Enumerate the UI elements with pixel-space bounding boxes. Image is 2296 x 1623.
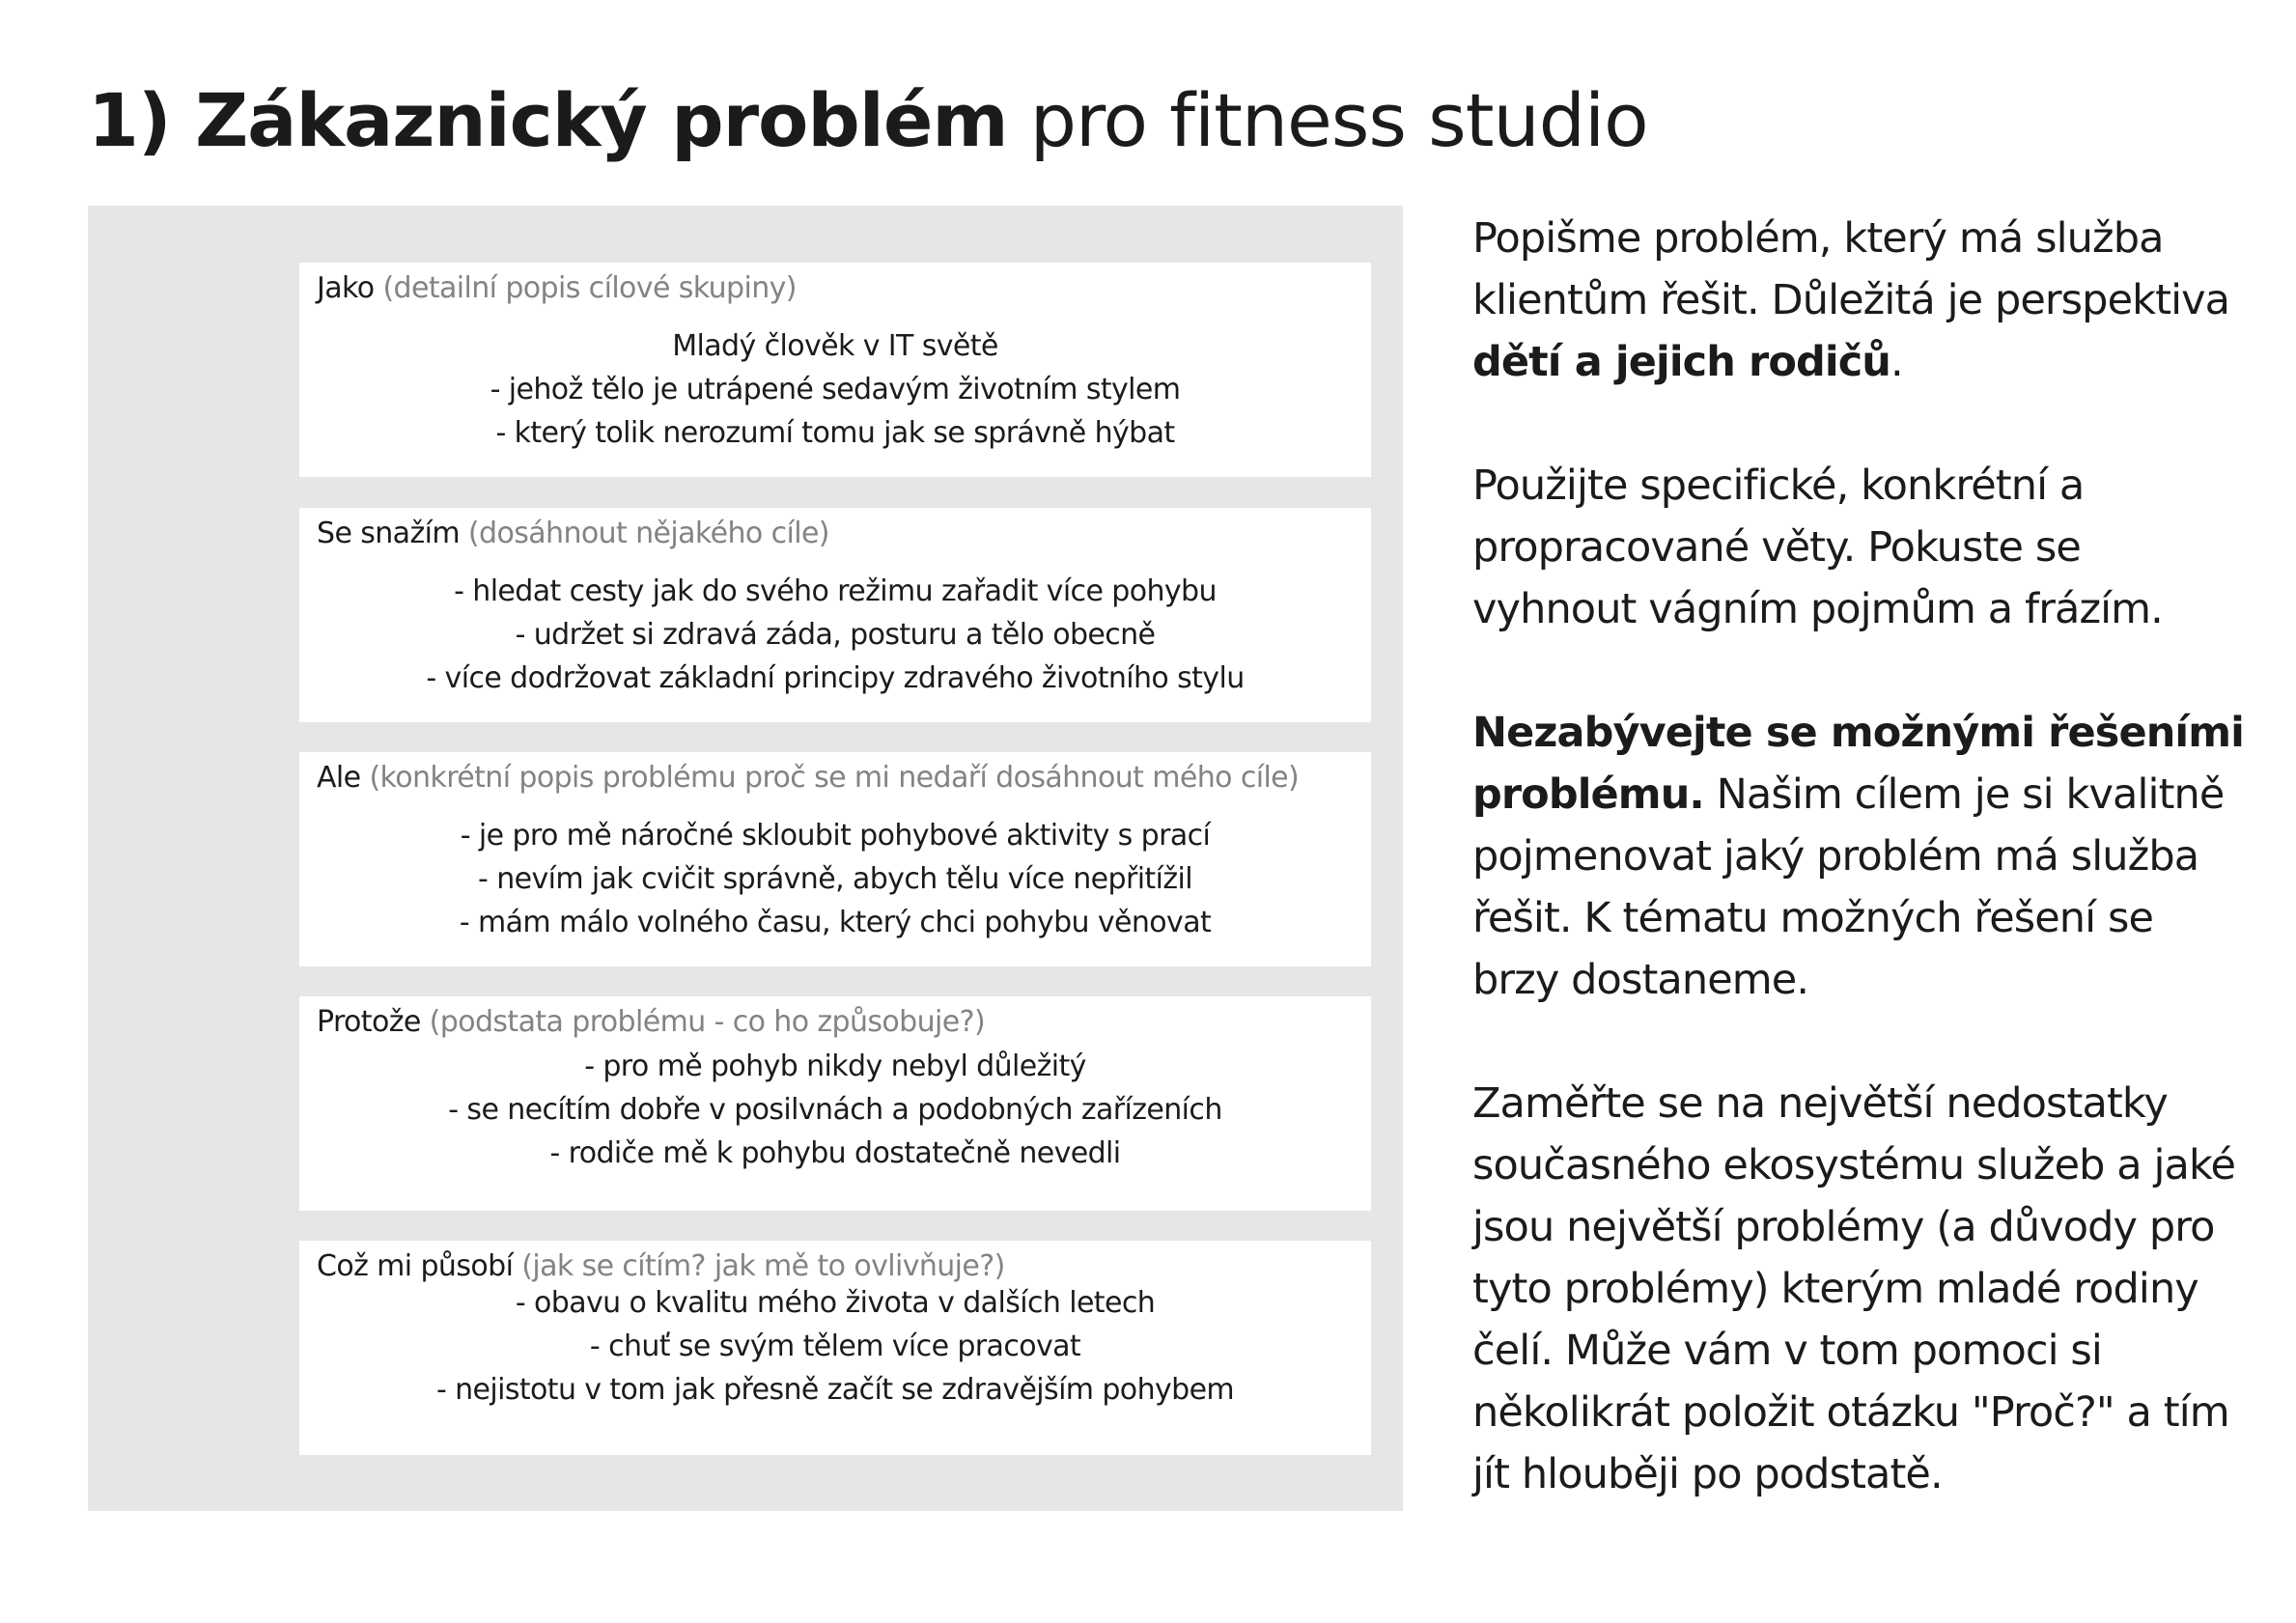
card-coz-mi-pusobi: Což mi působí (jak se cítím? jak mě to o… [299,1241,1371,1455]
card-line: - obavu o kvalitu mého života v dalších … [515,1286,1156,1320]
instruction-emphasis: dětí a jejich rodičů [1472,338,1891,386]
card-line: - chuť se svým tělem více pracovat [589,1329,1081,1363]
card-label: Ale (konkrétní popis problému proč se mi… [317,758,1300,798]
canvas-panel: Jako (detailní popis cílové skupiny) Mla… [88,206,1403,1511]
card-line: - rodiče mě k pohybu dostatečně nevedli [549,1136,1121,1170]
card-protoze: Protože (podstata problému - co ho způso… [299,996,1371,1211]
card-se-snazim: Se snažím (dosáhnout nějakého cíle) - hl… [299,508,1371,722]
page-title-rest: pro fitness studio [1007,77,1649,163]
card-content: - je pro mě náročné skloubit pohybové ak… [299,814,1371,944]
page-title-bold: 1) Zákaznický problém [88,77,1009,163]
card-content: - hledat cesty jak do svého režimu zařad… [299,570,1371,700]
card-content: Mladý člověk v IT světě - jehož tělo je … [299,324,1371,455]
card-content: - pro mě pohyb nikdy nebyl důležitý - se… [299,1045,1371,1175]
card-label-main: Se snažím [317,517,461,550]
card-label-main: Ale [317,761,361,795]
card-label: Protože (podstata problému - co ho způso… [317,1002,986,1043]
card-content: - obavu o kvalitu mého života v dalších … [299,1281,1371,1412]
card-label-hint: (konkrétní popis problému proč se mi ned… [369,761,1300,795]
instruction-paragraph-1: Popišme problém, který má služba klientů… [1472,208,2245,393]
card-label-hint: (jak se cítím? jak mě to ovlivňuje?) [521,1249,1005,1283]
instruction-paragraph-3: Nezabývejte se možnými řešeními problému… [1472,702,2245,1011]
card-line: - hledat cesty jak do svého režimu zařad… [454,574,1217,608]
card-ale: Ale (konkrétní popis problému proč se mi… [299,752,1371,966]
card-label: Se snažím (dosáhnout nějakého cíle) [317,514,830,554]
card-line: - mám málo volného času, který chci pohy… [459,906,1212,939]
card-label-hint: (detailní popis cílové skupiny) [382,271,797,305]
card-label-hint: (dosáhnout nějakého cíle) [467,517,830,550]
instruction-text: Našim cílem je si kvalitně pojmenovat ja… [1472,770,2225,1004]
instruction-paragraph-2: Použijte specifické, konkrétní a proprac… [1472,462,2164,633]
card-label-hint: (podstata problému - co ho způsobuje?) [429,1005,986,1039]
instruction-text: Popišme problém, který má služba klientů… [1472,214,2230,324]
instruction-text: . [1890,338,1904,386]
card-label-main: Což mi působí [317,1249,514,1283]
card-line: - jehož tělo je utrápené sedavým životní… [490,373,1181,406]
card-line: - udržet si zdravá záda, posturu a tělo … [515,618,1156,652]
card-line: - se necítím dobře v posilvnách a podobn… [448,1093,1222,1127]
card-line: - pro mě pohyb nikdy nebyl důležitý [584,1049,1086,1083]
card-jako: Jako (detailní popis cílové skupiny) Mla… [299,263,1371,477]
card-line: - nevím jak cvičit správně, abych tělu v… [478,862,1193,896]
card-line: - je pro mě náročné skloubit pohybové ak… [460,819,1211,853]
instruction-emphasis: Nezabývejte se možnými řešeními problému… [1472,709,2245,819]
page-title: 1) Zákaznický problém pro fitness studio [88,68,1649,174]
card-label: Což mi působí (jak se cítím? jak mě to o… [317,1246,1005,1287]
card-label-main: Protože [317,1005,421,1039]
card-label-main: Jako [317,271,375,305]
instruction-paragraph-4: Zaměřte se na největší nedostatky součas… [1472,1079,2236,1498]
instructions-panel: Popišme problém, který má služba klientů… [1472,208,2245,1567]
card-label: Jako (detailní popis cílové skupiny) [317,268,798,309]
card-line: - který tolik nerozumí tomu jak se správ… [495,416,1175,450]
card-line: - nejistotu v tom jak přesně začít se zd… [435,1373,1235,1407]
card-line: - více dodržovat základní principy zdrav… [426,661,1245,695]
card-line: Mladý člověk v IT světě [672,329,998,363]
